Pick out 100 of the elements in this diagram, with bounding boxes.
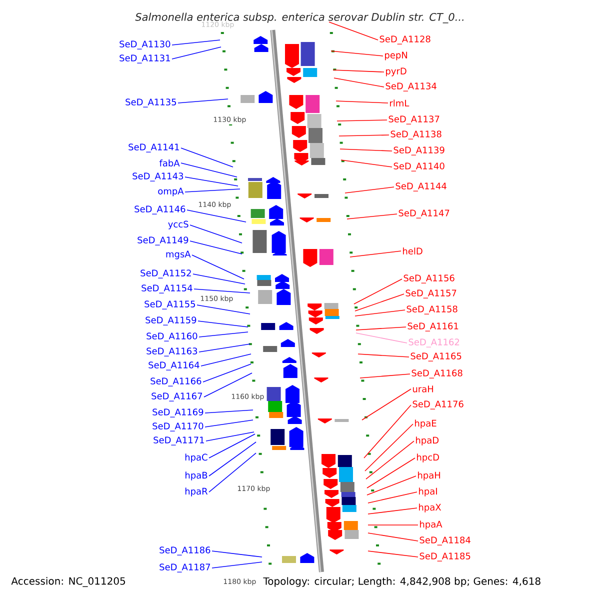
gene-label: hpaB bbox=[186, 472, 208, 480]
gene-label: SeD_A1139 bbox=[394, 146, 444, 156]
gene-label: SeD_A1176 bbox=[412, 400, 464, 410]
leader-line bbox=[368, 492, 418, 504]
leader-line bbox=[340, 160, 392, 168]
gene-label: SeD_A1147 bbox=[398, 210, 450, 218]
leader-line bbox=[354, 278, 402, 304]
leader-line bbox=[364, 404, 412, 458]
leader-line bbox=[198, 344, 250, 352]
leader-line bbox=[334, 78, 384, 88]
leader-line bbox=[346, 214, 398, 220]
gene-label: SeD_A1161 bbox=[408, 322, 458, 332]
gene-label: SeD_A1159 bbox=[146, 316, 196, 326]
leader-line bbox=[190, 240, 242, 254]
gene-label: SeD_A1140 bbox=[394, 162, 444, 172]
gene-label: SeD_A1162 bbox=[408, 338, 460, 348]
leader-line bbox=[356, 332, 408, 344]
gene-label: hpaC bbox=[185, 454, 208, 462]
gene-label: SeD_A1187 bbox=[160, 564, 210, 572]
leader-line bbox=[198, 320, 248, 328]
gene-label: helD bbox=[403, 248, 422, 254]
leader-line bbox=[204, 372, 252, 398]
leader-line bbox=[368, 550, 418, 558]
gene-label: pyrD bbox=[386, 68, 406, 76]
leader-line bbox=[178, 98, 228, 104]
leader-line bbox=[200, 354, 252, 366]
leader-line bbox=[172, 46, 222, 60]
gene-label: SeD_A1166 bbox=[150, 378, 202, 386]
leader-line bbox=[192, 254, 244, 280]
leader-line bbox=[330, 50, 384, 56]
gene-label: SeD_A1128 bbox=[380, 36, 430, 44]
gene-label: uraH bbox=[412, 386, 433, 392]
leader-line bbox=[180, 162, 238, 178]
gene-label: SeD_A1130 bbox=[120, 40, 170, 50]
gene-label: mgsA bbox=[166, 250, 191, 260]
gene-label: SeD_A1152 bbox=[140, 270, 191, 278]
leader-line bbox=[172, 40, 220, 46]
gene-label: SeD_A1135 bbox=[126, 98, 176, 108]
leader-line bbox=[198, 332, 248, 338]
leader-line bbox=[204, 420, 254, 428]
gene-label: SeD_A1168 bbox=[412, 370, 462, 378]
leader-line bbox=[180, 148, 234, 168]
gene-label: SeD_A1134 bbox=[386, 82, 436, 92]
leader-line bbox=[332, 70, 384, 72]
gene-label: SeD_A1158 bbox=[406, 306, 458, 314]
gene-label: SeD_A1141 bbox=[128, 144, 179, 152]
leader-line bbox=[194, 288, 250, 294]
gene-label: SeD_A1138 bbox=[390, 130, 442, 140]
leader-line bbox=[208, 452, 256, 492]
leader-line bbox=[190, 224, 242, 244]
gene-label: SeD_A1167 bbox=[152, 392, 202, 402]
leader-line bbox=[336, 120, 388, 122]
leader-line bbox=[328, 22, 378, 40]
leader-line bbox=[356, 326, 406, 330]
info-text: Topology: circular; Length: 4,842,908 bp; Genes: 4,618 bbox=[262, 576, 542, 588]
gene-label: SeD_A1170 bbox=[152, 422, 204, 432]
gene-label: fabA bbox=[159, 160, 180, 166]
leader-line bbox=[340, 148, 392, 152]
gene-label: SeD_A1160 bbox=[146, 332, 198, 342]
gene-label: SeD_A1164 bbox=[148, 362, 200, 370]
gene-label: SeD_A1137 bbox=[388, 116, 440, 124]
leader-line bbox=[366, 440, 414, 480]
gene-label: SeD_A1171 bbox=[154, 436, 204, 446]
gene-label: SeD_A1131 bbox=[120, 54, 170, 64]
gene-label: SeD_A1149 bbox=[138, 236, 188, 246]
gene-label: SeD_A1163 bbox=[146, 348, 198, 356]
leader-line bbox=[184, 176, 238, 186]
leader-line bbox=[212, 550, 262, 558]
gene-label: hpaH bbox=[418, 472, 440, 480]
leader-line bbox=[366, 458, 416, 488]
gene-label: SeD_A1157 bbox=[406, 290, 456, 298]
info-text: Accession: NC_011205 bbox=[10, 576, 127, 588]
leader-line bbox=[368, 524, 418, 526]
gene-label: hpaR bbox=[185, 488, 208, 496]
gene-label: hpaX bbox=[419, 504, 442, 512]
leader-line bbox=[186, 210, 246, 222]
gene-label: SeD_A1185 bbox=[420, 552, 470, 562]
leader-line bbox=[358, 354, 410, 358]
leader-line bbox=[360, 374, 410, 378]
gene-label: hpaA bbox=[420, 520, 442, 530]
gene-label: hpaD bbox=[416, 436, 439, 446]
leader-line bbox=[354, 310, 406, 316]
gene-label: ompA bbox=[158, 188, 184, 196]
gene-label: SeD_A1155 bbox=[144, 300, 195, 310]
gene-label: SeD_A1143 bbox=[132, 172, 184, 182]
leader-line bbox=[212, 562, 262, 568]
leader-line bbox=[364, 424, 414, 472]
gene-label: pepN bbox=[385, 52, 408, 60]
leader-line bbox=[336, 100, 388, 104]
gene-label: SeD_A1144 bbox=[396, 182, 446, 192]
gene-label: SeD_A1169 bbox=[152, 408, 204, 418]
gene-label: SeD_A1156 bbox=[404, 274, 454, 284]
leader-line bbox=[338, 134, 390, 136]
gene-label: SeD_A1165 bbox=[410, 352, 462, 362]
gene-label: SeD_A1154 bbox=[142, 284, 192, 294]
leader-line bbox=[204, 410, 254, 414]
leader-line bbox=[354, 294, 404, 312]
leader-line bbox=[202, 364, 252, 382]
gene-label: hpaE bbox=[415, 420, 436, 428]
gene-label: hpcD bbox=[417, 454, 439, 462]
